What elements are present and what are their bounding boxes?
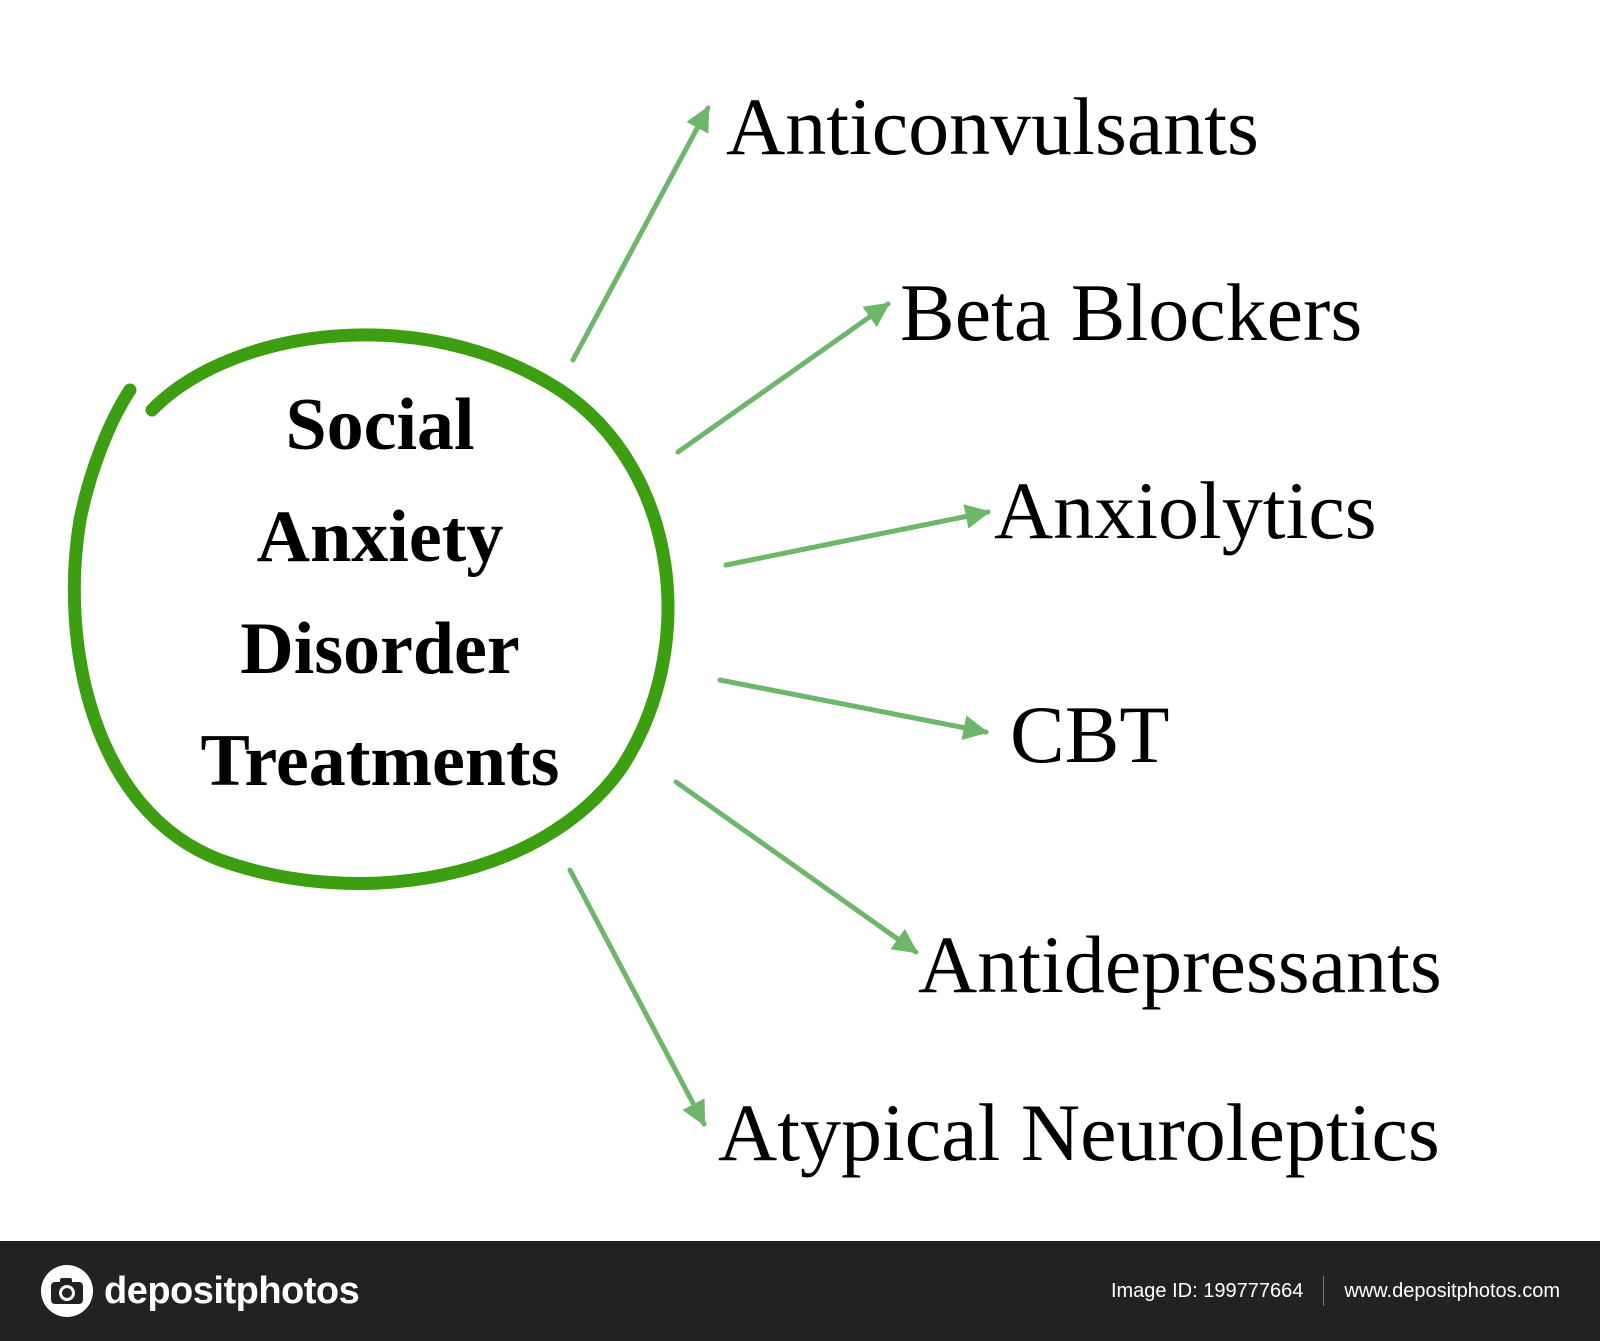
footer-divider <box>1323 1276 1325 1306</box>
camera-icon <box>41 1265 93 1317</box>
treatment-antidepressants: Antidepressants <box>918 919 1442 1010</box>
arrow-antidepressants <box>673 779 919 955</box>
treatment-beta-blockers: Beta Blockers <box>900 267 1363 358</box>
arrow-beta-blockers <box>675 301 891 455</box>
diagram-graphics <box>67 105 991 1127</box>
watermark-footer: depositphotos Image ID: 199777664 www.de… <box>0 1241 1600 1341</box>
arrow-cbt <box>717 677 989 740</box>
treatment-cbt: CBT <box>1010 689 1170 780</box>
brand-name: depositphotos <box>104 1269 360 1312</box>
center-title-line: Anxiety <box>256 496 504 578</box>
center-title-line: Disorder <box>240 608 520 690</box>
arrow-anticonvulsants <box>570 105 711 363</box>
footer-info: Image ID: 199777664 www.depositphotos.co… <box>1111 1241 1560 1341</box>
treatment-atypical-neuroleptics: Atypical Neuroleptics <box>718 1087 1440 1178</box>
diagram: Social Anxiety Disorder Treatments Antic… <box>67 81 1442 1178</box>
arrows <box>567 105 991 1127</box>
image-id: Image ID: 199777664 <box>1110 1279 1304 1302</box>
website-link[interactable]: www.depositphotos.com <box>1344 1279 1560 1302</box>
treatment-anxiolytics: Anxiolytics <box>994 465 1377 556</box>
center-title-line: Social <box>285 384 475 466</box>
center-title-line: Treatments <box>200 720 560 802</box>
brand-logo[interactable]: depositphotos <box>40 1265 360 1317</box>
treatment-anticonvulsants: Anticonvulsants <box>726 81 1259 172</box>
arrow-atypical-neuroleptics <box>567 867 707 1127</box>
arrow-anxiolytics <box>723 504 991 568</box>
center-circle <box>67 328 675 890</box>
